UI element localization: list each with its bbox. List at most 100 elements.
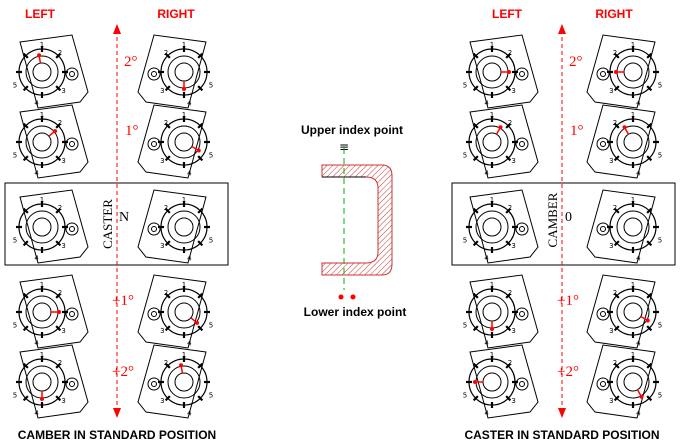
plate-outline: [137, 104, 207, 179]
plate-outline: [469, 344, 539, 419]
plate-outline: [586, 344, 656, 419]
plate-digit: 5: [658, 152, 662, 160]
plate-bolt: [147, 67, 161, 81]
plate-bolt: [596, 67, 610, 81]
plate-digit: 5: [209, 152, 213, 160]
plate-digit: 3: [609, 242, 613, 250]
plate-bolt-hole: [519, 226, 525, 232]
plate-digit: 3: [160, 397, 164, 405]
plate-digit: 1: [631, 111, 635, 119]
plate-digit: 4: [34, 410, 39, 418]
plate-bolt-hole: [600, 381, 606, 387]
plate-tooth: [22, 52, 29, 59]
plate-inner-ring: [623, 217, 643, 237]
plate-bolt-hole: [519, 71, 525, 77]
plate-inner-ring: [482, 132, 502, 152]
plate-bolt: [65, 222, 79, 236]
plate-tooth: [505, 155, 512, 162]
plate-digit: 2: [508, 359, 512, 367]
plate-index-dot: [182, 87, 186, 91]
plate-digit: 1: [182, 196, 186, 204]
plate-outline: [586, 104, 656, 179]
plate-digit: 5: [658, 322, 662, 330]
plate-mid-ring: [616, 210, 650, 244]
plate-tooth: [55, 122, 62, 129]
plate-mid-ring: [25, 125, 59, 159]
plate-tooth: [646, 207, 653, 214]
plate-outline: [586, 189, 656, 264]
plate-tooth: [164, 122, 171, 129]
plate-tooth: [164, 207, 171, 214]
plate-bolt: [65, 137, 79, 151]
plate-digit: 3: [511, 87, 515, 95]
plate-tooth: [613, 207, 620, 214]
plate-tooth: [197, 292, 204, 299]
plate-bolt-hole: [600, 311, 606, 317]
plate-digit: 2: [613, 289, 617, 297]
plate-digit: 1: [182, 41, 186, 49]
plate-inner-ring: [623, 62, 643, 82]
right-tick-2-below: +2°: [557, 364, 579, 380]
left-col-left-header: LEFT: [25, 7, 56, 21]
plate-tooth: [646, 292, 653, 299]
plate-bolt: [515, 307, 529, 321]
plate-bolt-hole: [69, 381, 75, 387]
plate-inner-ring: [174, 62, 194, 82]
plate-mid-ring: [616, 365, 650, 399]
plate-digit: 2: [164, 359, 168, 367]
plate-digit: 5: [658, 392, 662, 400]
plate-index-dot: [622, 125, 627, 130]
plate-outline: [469, 104, 539, 179]
plate-tooth: [505, 325, 512, 332]
plate-digit: 5: [13, 152, 17, 160]
right-col-left-header: LEFT: [492, 7, 523, 21]
plate-digit: 1: [490, 351, 494, 359]
upper-index-label: Upper index point: [301, 123, 403, 137]
plate-tooth: [55, 155, 62, 162]
plate-digit: 3: [511, 242, 515, 250]
plate-mid-ring: [167, 365, 201, 399]
right-center-mark: 0: [565, 210, 572, 225]
plate-index-dot: [473, 380, 477, 384]
left-axis-arrow-bottom: [113, 408, 121, 418]
bracket-shape: [321, 164, 393, 276]
plate-digit: 4: [187, 410, 192, 418]
plate-tooth: [472, 395, 479, 402]
plate-digit: 5: [658, 237, 662, 245]
plate-index-dot: [196, 148, 201, 153]
plate-digit: 1: [182, 281, 186, 289]
plate-digit: 3: [61, 397, 65, 405]
plate-bolt-hole: [519, 141, 525, 147]
left-axis-arrow-top: [113, 24, 121, 34]
plate-tooth: [505, 395, 512, 402]
plate-digit: 3: [61, 87, 65, 95]
plate-tooth: [472, 240, 479, 247]
plate-index-dot: [195, 320, 200, 325]
plate-digit: 5: [13, 237, 17, 245]
plate-tooth: [505, 52, 512, 59]
plate-digit: 2: [58, 289, 62, 297]
plate-digit: 2: [508, 204, 512, 212]
plate-tooth: [164, 52, 171, 59]
plate-inner-ring: [482, 372, 502, 392]
plate-tooth: [613, 85, 620, 92]
plate-index-dot: [37, 53, 42, 58]
plate-bolt: [515, 377, 529, 391]
plate-index-dot: [53, 129, 58, 134]
plate-tooth: [505, 240, 512, 247]
plate-tooth: [22, 395, 29, 402]
plate-tooth: [505, 85, 512, 92]
plate-digit: 2: [613, 204, 617, 212]
plate-digit: 3: [61, 157, 65, 165]
plate-bolt-hole: [69, 71, 75, 77]
plate-digit: 2: [58, 204, 62, 212]
plate-tooth: [197, 240, 204, 247]
left-caption: CAMBER IN STANDARD POSITION: [18, 428, 216, 442]
plate-digit: 1: [631, 351, 635, 359]
plate-inner-ring: [32, 302, 52, 322]
plates-layer: 1234512345123451234512345123451234512345…: [13, 34, 662, 419]
